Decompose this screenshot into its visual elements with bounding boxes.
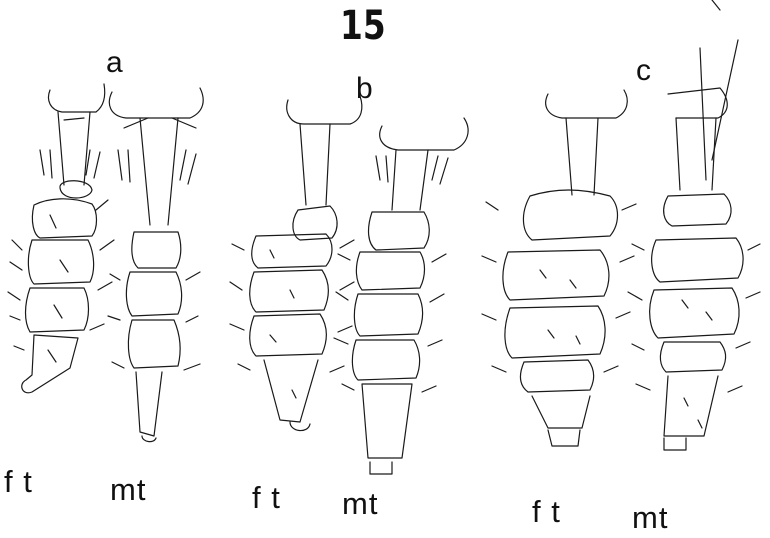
panel-b-mt-drawing <box>334 118 468 474</box>
panel-c-ft-label: f t <box>532 496 561 527</box>
panel-a-ft-drawing <box>8 84 114 393</box>
stray-mark <box>712 0 720 10</box>
panel-c-ft-drawing <box>482 90 636 446</box>
panel-c-letter: c <box>636 56 651 86</box>
panel-c-mt-label: mt <box>632 502 668 533</box>
figure-number: 15 <box>340 6 386 46</box>
panel-a-ft-label: f t <box>4 466 33 497</box>
panel-a-mt-label: mt <box>110 474 146 505</box>
panel-a-mt-drawing <box>108 88 203 442</box>
panel-b-ft-drawing <box>230 96 362 431</box>
panel-c-mt-drawing <box>628 40 760 450</box>
panel-a-letter: a <box>106 48 123 78</box>
panel-b-letter: b <box>356 74 373 104</box>
panel-b-mt-label: mt <box>342 488 378 519</box>
panel-b-ft-label: f t <box>252 482 281 513</box>
